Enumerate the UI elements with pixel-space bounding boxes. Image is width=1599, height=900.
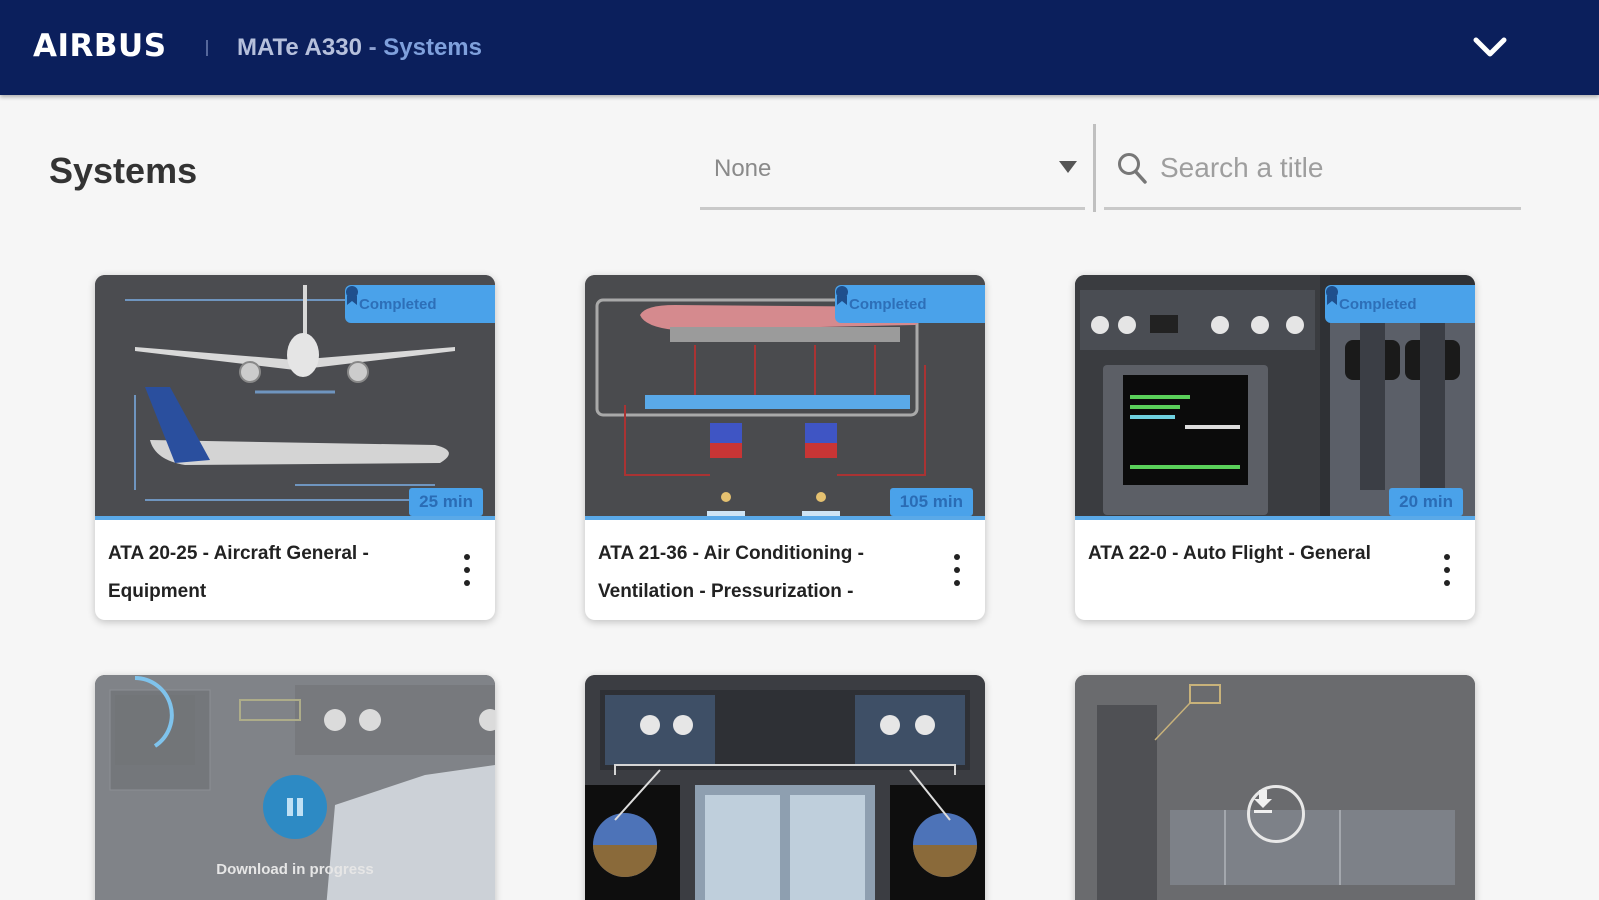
course-thumbnail: Download in progress	[95, 675, 495, 900]
card-body: ATA 20-25 - Aircraft General - Equipment	[95, 520, 495, 620]
airbus-logo: AIRBUS	[33, 28, 167, 64]
more-vert-icon[interactable]	[951, 554, 963, 586]
course-card[interactable]: Completed 105 min ATA 21-36 - Air Condit…	[585, 275, 985, 620]
download-status-text: Download in progress	[216, 861, 374, 878]
pfd-display-image	[1075, 675, 1475, 900]
course-thumbnail: Completed 20 min	[1075, 275, 1475, 520]
download-button[interactable]	[1247, 785, 1305, 843]
completed-label: Completed	[849, 295, 927, 313]
duration-badge: 105 min	[889, 488, 973, 516]
top-app-bar: AIRBUS MATe A330 - Systems	[0, 0, 1599, 95]
app-title: MATe A330 - Systems	[237, 34, 482, 62]
completed-label: Completed	[359, 295, 437, 313]
course-title: ATA 22-0 - Auto Flight - General	[1088, 543, 1371, 564]
course-thumbnail: Completed 25 min	[95, 275, 495, 520]
course-card[interactable]	[585, 675, 985, 900]
app-name: MATe A330	[237, 34, 362, 61]
card-body: ATA 21-36 - Air Conditioning - Ventilati…	[585, 520, 985, 620]
card-body: ATA 22-0 - Auto Flight - General	[1075, 520, 1475, 620]
cockpit-displays-image	[585, 675, 985, 900]
filter-selected-value: None	[714, 155, 772, 182]
header-divider	[206, 40, 208, 56]
chevron-down-icon	[1473, 37, 1507, 57]
pause-icon	[287, 798, 303, 816]
course-thumbnail	[585, 675, 985, 900]
course-card[interactable]: Completed 25 min ATA 20-25 - Aircraft Ge…	[95, 275, 495, 620]
course-title: ATA 21-36 - Air Conditioning - Ventilati…	[598, 543, 864, 602]
course-thumbnail: Completed 105 min	[585, 275, 985, 520]
award-ribbon-icon	[1326, 286, 1338, 305]
course-card[interactable]: Download in progress	[95, 675, 495, 900]
dropdown-arrow-icon	[1059, 161, 1077, 173]
search-input[interactable]	[1160, 146, 1510, 190]
auto-flight-panel-image	[1075, 275, 1475, 520]
app-section: Systems	[383, 34, 482, 61]
course-card[interactable]	[1075, 675, 1475, 900]
toolbar-divider	[1093, 124, 1096, 212]
duration-badge: 20 min	[1389, 488, 1463, 516]
course-thumbnail	[1075, 675, 1475, 900]
title-separator: -	[361, 34, 384, 61]
filter-underline	[700, 207, 1085, 210]
search-underline	[1104, 207, 1521, 210]
award-ribbon-icon	[836, 286, 848, 305]
completed-badge: Completed	[835, 285, 985, 323]
more-vert-icon[interactable]	[1441, 554, 1453, 586]
completed-label: Completed	[1339, 295, 1417, 313]
course-card[interactable]: Completed 20 min ATA 22-0 - Auto Flight …	[1075, 275, 1475, 620]
award-ribbon-icon	[346, 286, 358, 305]
search-field	[1104, 128, 1521, 210]
course-title: ATA 20-25 - Aircraft General - Equipment	[108, 543, 369, 602]
search-icon	[1118, 153, 1147, 184]
header-menu-button[interactable]	[1466, 28, 1514, 68]
download-progress-ring	[134, 676, 174, 748]
page-title: Systems	[49, 150, 198, 191]
completed-badge: Completed	[1325, 285, 1475, 323]
more-vert-icon[interactable]	[461, 554, 473, 586]
duration-badge: 25 min	[409, 488, 483, 516]
completed-badge: Completed	[345, 285, 495, 323]
download-icon	[1254, 790, 1272, 813]
pause-download-button[interactable]	[263, 775, 327, 839]
aircraft-dimensions-image	[95, 275, 495, 520]
category-filter-select[interactable]: None	[700, 128, 1085, 210]
